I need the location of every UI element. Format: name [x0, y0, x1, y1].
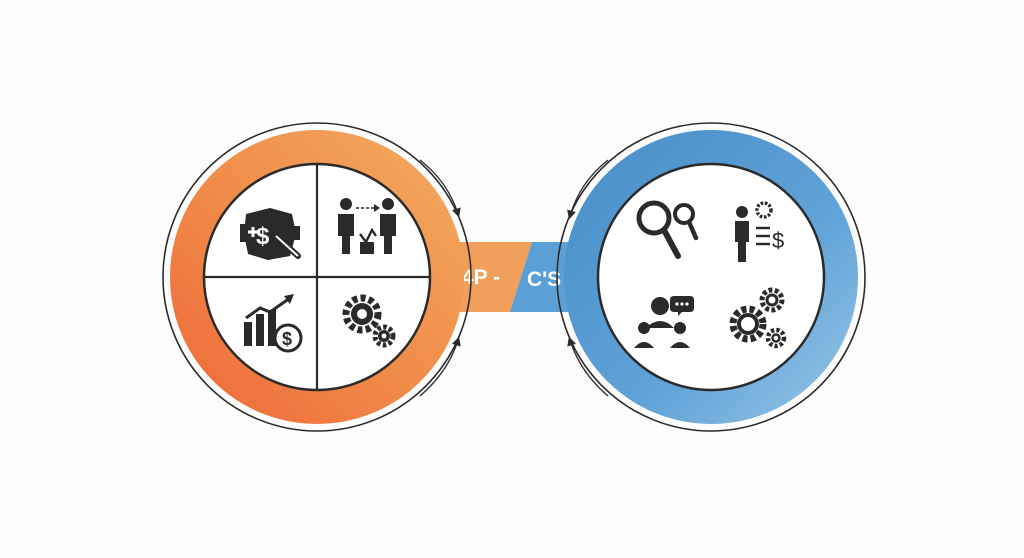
right-ring-arrow-bottom [567, 336, 609, 397]
connector-orange-segment [440, 242, 532, 312]
right-ring-arrow-top [567, 159, 609, 220]
right-ring-band [564, 130, 858, 424]
person-cost-icon: $ [735, 201, 784, 262]
people-communication-icon [634, 296, 694, 348]
connector-right-label: C'S [527, 268, 561, 291]
right-ring-group: $ [556, 122, 866, 432]
right-ring-inner-disc [596, 162, 826, 392]
svg-text:$: $ [282, 329, 292, 349]
right-ring-outer-outline [556, 122, 866, 432]
left-ring-arrow-bottom [419, 336, 461, 397]
gears-icon [342, 294, 396, 348]
svg-text:$: $ [772, 228, 784, 253]
price-tag-dollar-icon: $ [240, 208, 301, 260]
svg-text:$: $ [256, 223, 270, 250]
left-ring-group: $ $ [162, 122, 472, 432]
growth-chart-dollar-icon: $ [244, 294, 303, 353]
people-exchange-icon [338, 198, 396, 254]
magnifier-search-icon [636, 200, 699, 259]
gears-icon [729, 287, 787, 349]
connector-left-label: 4P - [462, 266, 500, 289]
left-ring-band [170, 130, 464, 424]
left-ring-outer-outline [162, 122, 472, 432]
left-ring-arrow-top [419, 159, 461, 218]
